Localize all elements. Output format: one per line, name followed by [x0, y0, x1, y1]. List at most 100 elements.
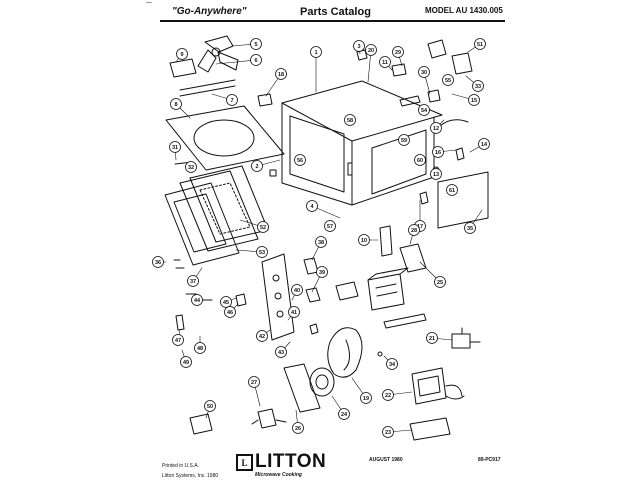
- issue-date: AUGUST 1980: [369, 457, 403, 463]
- callout-label: 50: [207, 404, 213, 410]
- model-number: MODEL AU 1430.005: [425, 6, 503, 15]
- callout-label: 19: [363, 396, 369, 402]
- timer-part: [305, 287, 321, 303]
- thermal-strip-part: [399, 95, 421, 107]
- catalog-code: 89-PC917: [478, 457, 501, 463]
- callout-label: 10: [361, 238, 367, 244]
- callout-2: 2: [251, 160, 263, 172]
- callout-23: 23: [382, 426, 394, 438]
- callout-label: 31: [172, 145, 178, 151]
- callout-8: 8: [170, 98, 182, 110]
- callout-label: 17: [417, 224, 423, 230]
- callout-label: 11: [382, 60, 388, 66]
- callout-label: 3: [357, 44, 360, 50]
- callout-label: 41: [291, 310, 297, 316]
- callout-label: 20: [368, 48, 374, 54]
- callout-16: 16: [432, 146, 444, 158]
- corner-mark: —: [146, 0, 152, 6]
- callout-3: 3: [353, 40, 365, 52]
- callout-label: 60: [417, 158, 423, 164]
- callout-33: 33: [472, 80, 484, 92]
- callout-label: 24: [341, 412, 348, 418]
- fan-bracket-part: [179, 79, 236, 97]
- callout-15: 15: [468, 94, 480, 106]
- callout-label: 12: [433, 126, 439, 132]
- callout-42: 42: [256, 330, 268, 342]
- callout-label: 52: [260, 225, 266, 231]
- callout-label: 39: [319, 270, 325, 276]
- shield-plate-part: [335, 281, 359, 301]
- cabinet-part: [281, 80, 443, 206]
- catalog-series-title: "Go-Anywhere": [172, 6, 247, 17]
- duct-part: [283, 363, 321, 413]
- callout-label: 57: [327, 224, 333, 230]
- tray-plate-part: [165, 105, 285, 171]
- callout-label: 54: [421, 108, 428, 114]
- callout-label: 58: [347, 118, 353, 124]
- callout-label: 53: [259, 250, 265, 256]
- callout-10: 10: [358, 234, 370, 246]
- callout-label: 7: [230, 98, 233, 104]
- logo-tagline: Microwave Cooking: [255, 472, 302, 478]
- callout-14: 14: [478, 138, 490, 150]
- callout-61: 61: [446, 184, 458, 196]
- relay-part: [303, 257, 319, 275]
- outlet-part: [419, 191, 429, 205]
- stirrer-motor-part: [451, 52, 473, 75]
- switch-assembly-part: [251, 408, 287, 429]
- callout-label: 23: [385, 430, 391, 436]
- callout-label: 37: [190, 279, 196, 285]
- callout-60: 60: [414, 154, 426, 166]
- callout-54: 54: [418, 104, 430, 116]
- small-plate-part: [257, 93, 273, 107]
- callout-25: 25: [434, 276, 446, 288]
- callout-43: 43: [275, 346, 287, 358]
- callout-29: 29: [392, 46, 404, 58]
- blower-housing-part: [327, 327, 363, 378]
- callout-47: 47: [172, 334, 184, 346]
- capacitor-part: [451, 327, 481, 349]
- callout-7: 7: [226, 94, 238, 106]
- callout-41: 41: [288, 306, 300, 318]
- callout-label: 46: [227, 310, 233, 316]
- nut-part: [377, 351, 383, 357]
- cord-clamp-part: [175, 314, 185, 331]
- callout-27: 27: [248, 376, 260, 388]
- callout-40: 40: [291, 284, 303, 296]
- callout-label: 42: [259, 334, 265, 340]
- control-panel-part: [261, 253, 295, 341]
- callout-59: 59: [398, 134, 410, 146]
- callout-label: 36: [155, 260, 161, 266]
- callout-31: 31: [169, 141, 181, 153]
- small-switch-part: [455, 147, 465, 161]
- callout-label: 15: [471, 98, 477, 104]
- callout-46: 46: [224, 306, 236, 318]
- printed-in-note: Printed in U.S.A.: [162, 463, 199, 469]
- logo-wordmark: LITTON: [255, 451, 327, 472]
- header-rule: [160, 20, 505, 22]
- lamp-part: [391, 63, 407, 77]
- callout-20: 20: [365, 44, 377, 56]
- callout-51: 51: [474, 38, 486, 50]
- rail-part: [383, 313, 427, 329]
- callout-label: 27: [251, 380, 257, 386]
- callout-label: 30: [421, 70, 427, 76]
- callout-label: 38: [318, 240, 324, 246]
- fuse-part: [309, 323, 319, 335]
- callout-label: 44: [194, 298, 201, 304]
- callout-50: 50: [204, 400, 216, 412]
- callout-label: 59: [401, 138, 407, 144]
- callout-49: 49: [180, 356, 192, 368]
- callout-label: 55: [445, 78, 451, 84]
- callout-label: 14: [481, 142, 488, 148]
- callout-45: 45: [220, 296, 232, 308]
- callout-label: 47: [175, 338, 181, 344]
- copyright-note: Litton Systems, Inc. 1980: [162, 473, 219, 479]
- callout-label: 22: [385, 393, 391, 399]
- callout-24: 24: [338, 408, 350, 420]
- callout-28: 28: [408, 224, 420, 236]
- callout-5: 5: [250, 38, 262, 50]
- callout-37: 37: [187, 275, 199, 287]
- callout-label: 28: [411, 228, 417, 234]
